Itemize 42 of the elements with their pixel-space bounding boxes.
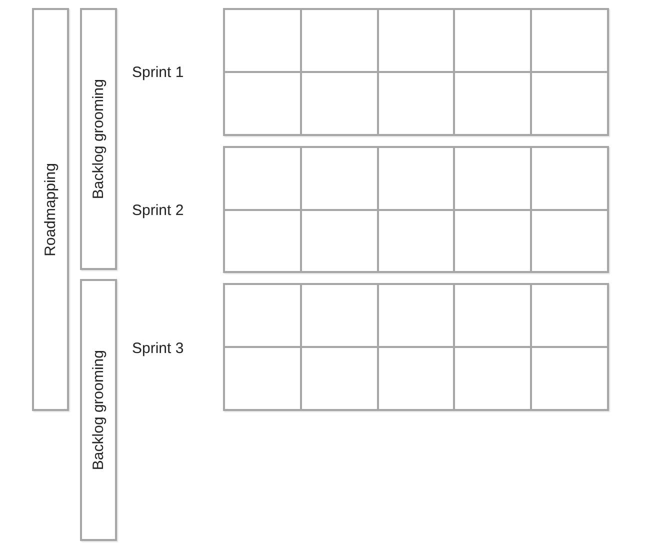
grid-cell xyxy=(531,9,608,72)
bar-label: Backlog grooming xyxy=(90,350,108,470)
roadmapping-bar xyxy=(32,8,69,411)
sprint-label: Sprint 3 xyxy=(132,340,184,358)
grid-cell xyxy=(224,347,301,410)
grid-cell xyxy=(224,72,301,135)
grid-cell xyxy=(454,210,532,272)
grid-cell xyxy=(454,72,532,135)
grid-cell xyxy=(300,210,378,272)
grid-cell xyxy=(531,210,608,272)
grid-cell xyxy=(300,147,378,210)
grid-cell xyxy=(378,72,454,135)
grid-cell xyxy=(224,210,301,272)
sprint-grid xyxy=(223,283,609,411)
grid-cell xyxy=(224,284,301,347)
sprint-grid xyxy=(223,8,609,136)
sprint-label: Sprint 2 xyxy=(132,202,184,220)
grid-cell xyxy=(300,72,378,135)
grid-cell xyxy=(454,284,532,347)
bar-label: Backlog grooming xyxy=(90,78,108,200)
grid-cell xyxy=(300,347,378,410)
bar-label: Roadmapping xyxy=(42,162,60,256)
grid-cell xyxy=(300,9,378,72)
grid-cell xyxy=(224,147,301,210)
sprint-grid xyxy=(223,146,609,273)
grid-cell xyxy=(531,284,608,347)
sprint-label: Sprint 1 xyxy=(132,64,184,82)
grid-cell xyxy=(531,347,608,410)
grid-cell xyxy=(531,72,608,135)
grid-cell xyxy=(378,9,454,72)
grid-cell xyxy=(300,284,378,347)
grid-cell xyxy=(531,147,608,210)
backlog-bar xyxy=(80,8,117,270)
grid-cell xyxy=(378,284,454,347)
grid-cell xyxy=(378,210,454,272)
grid-cell xyxy=(454,147,532,210)
grid-cell xyxy=(224,9,301,72)
grid-cell xyxy=(378,147,454,210)
grid-cell xyxy=(378,347,454,410)
grid-cell xyxy=(454,347,532,410)
grid-cell xyxy=(454,9,532,72)
backlog-bar xyxy=(80,279,117,541)
